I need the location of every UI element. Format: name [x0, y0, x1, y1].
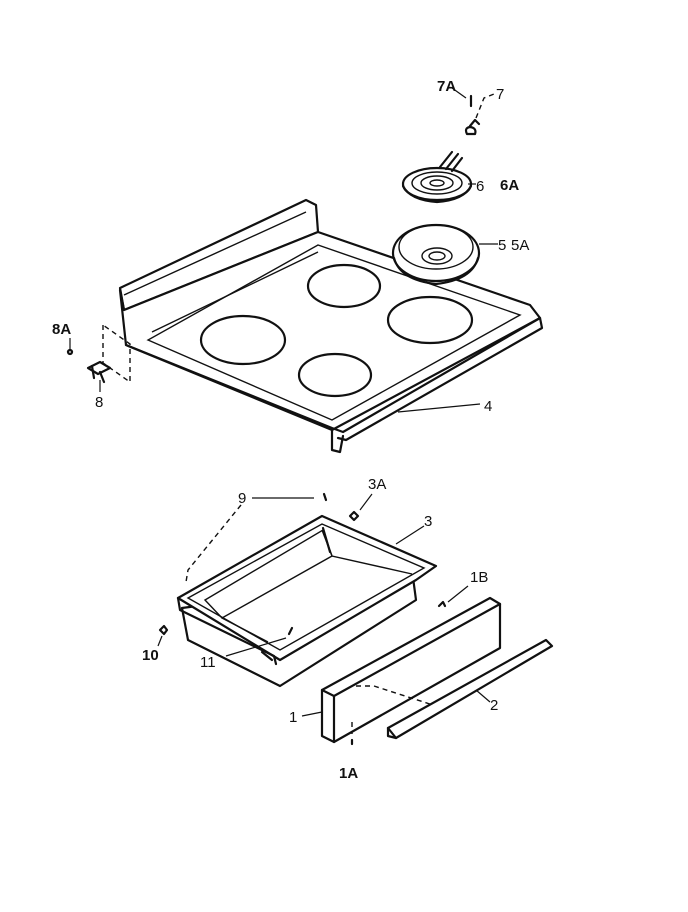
- bracket: 8A 8: [52, 321, 131, 411]
- label-1B: 1B: [470, 569, 488, 586]
- drawer: 3: [176, 513, 438, 688]
- label-6: 6: [476, 178, 484, 195]
- label-3: 3: [424, 513, 432, 530]
- cooktop-assembly: 4: [118, 198, 544, 454]
- label-8: 8: [95, 394, 103, 411]
- receptacle: 7A 7: [437, 78, 504, 136]
- label-7: 7: [496, 86, 504, 103]
- label-7A: 7A: [437, 78, 456, 95]
- drawer-front-panel: 1 1A: [289, 596, 502, 782]
- label-8A: 8A: [52, 321, 71, 338]
- label-5A: 5A: [511, 237, 529, 254]
- label-3A: 3A: [368, 476, 386, 493]
- label-4: 4: [484, 398, 492, 415]
- surface-element: 6 6A: [401, 150, 519, 204]
- drip-pan: 5 5A: [391, 223, 529, 286]
- label-2: 2: [490, 697, 498, 714]
- label-1: 1: [289, 709, 297, 726]
- drawer-trim: 2: [386, 638, 554, 740]
- label-5: 5: [498, 237, 506, 254]
- label-9: 9: [238, 490, 246, 507]
- label-10: 10: [142, 647, 159, 664]
- fasteners: 9 3A 10 11: [142, 476, 386, 671]
- label-6A: 6A: [500, 177, 519, 194]
- label-11: 11: [200, 654, 216, 671]
- label-1A: 1A: [339, 765, 358, 782]
- screw-1B: 1B: [437, 569, 488, 608]
